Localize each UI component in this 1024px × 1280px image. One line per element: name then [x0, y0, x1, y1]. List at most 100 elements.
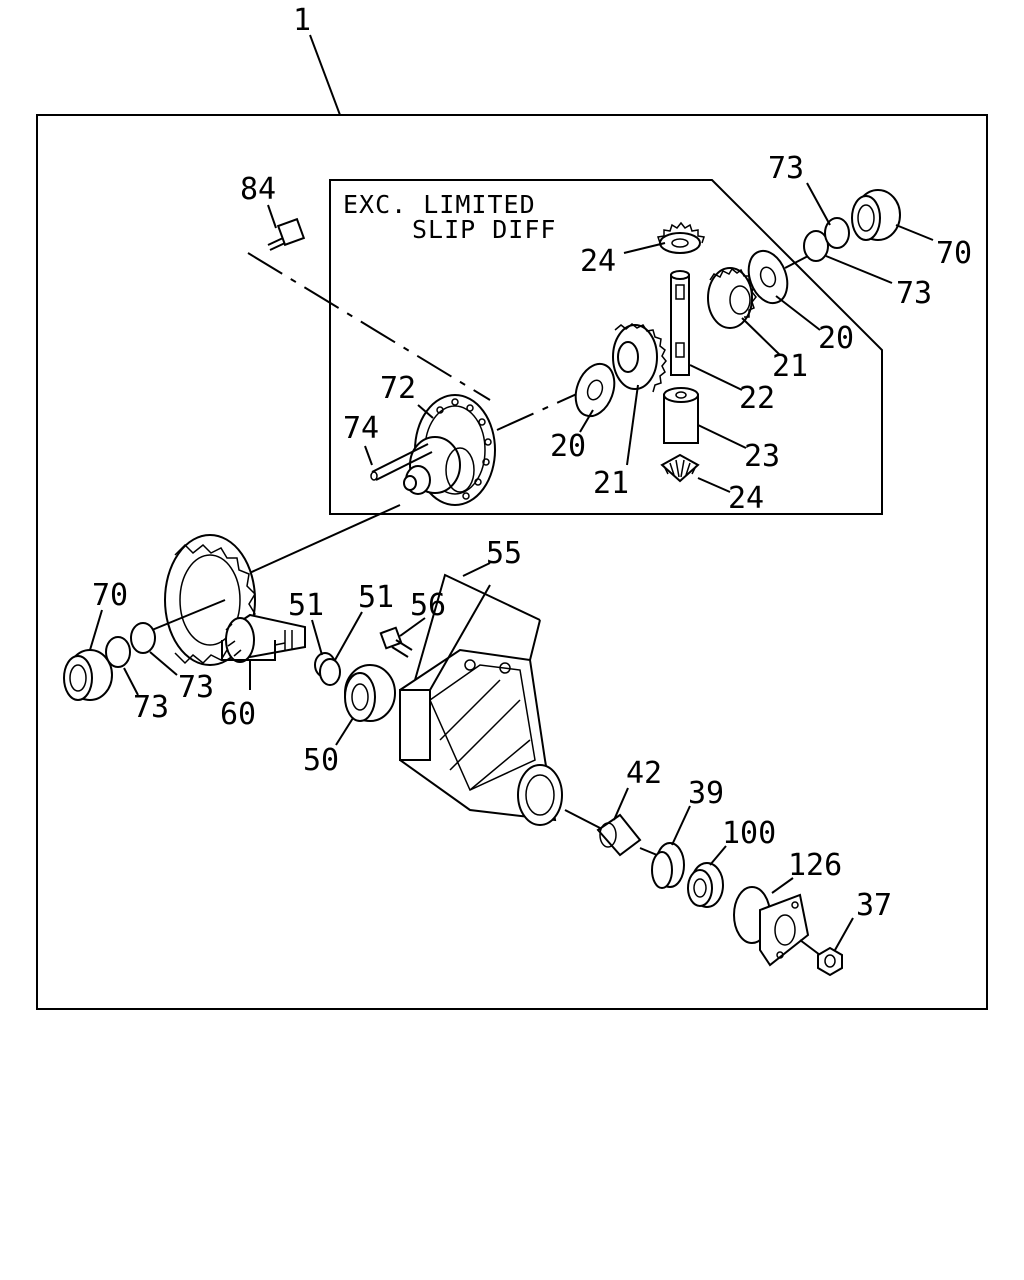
inset-note-line1: EXC. LIMITED	[343, 190, 536, 219]
drive-pinion-60	[225, 613, 306, 663]
bracket-55	[414, 573, 541, 681]
leader-51-b	[334, 611, 363, 661]
leader-22	[689, 364, 743, 391]
bearing-39	[651, 842, 685, 889]
leader-70-left	[89, 609, 103, 651]
oil-seal-100	[687, 862, 724, 908]
callout-24-top: 24	[580, 244, 616, 279]
callout-21-left: 21	[593, 466, 629, 501]
diff-case-72	[403, 394, 496, 506]
callout-100: 100	[722, 816, 776, 851]
callout-73-top: 73	[768, 151, 804, 186]
inset-note-line2: SLIP DIFF	[412, 215, 556, 244]
assembly-line-84	[247, 252, 491, 401]
leader-42	[613, 787, 629, 821]
pin-74	[370, 443, 433, 481]
bearing-50	[344, 664, 396, 722]
callout-73-left-a: 73	[133, 690, 169, 725]
callout-20-left: 20	[550, 429, 586, 464]
leader-23	[697, 424, 747, 449]
callout-50: 50	[303, 743, 339, 778]
washer-20-left	[574, 362, 616, 418]
leader-24-bottom	[697, 477, 731, 493]
assembly-line-126-37	[799, 939, 821, 956]
bearing-70-left	[63, 649, 113, 701]
leader-84	[267, 204, 277, 229]
pinion-gear-24-bottom	[660, 453, 700, 483]
thrust-block-23	[663, 387, 699, 444]
leader-70-top	[895, 224, 934, 241]
assembly-frame	[36, 114, 988, 1010]
leader-21-right	[741, 317, 781, 356]
callout-39: 39	[688, 776, 724, 811]
leader-55-top	[462, 562, 491, 577]
assembly-line-washer-snap	[784, 254, 811, 269]
pinion-shaft-22	[670, 270, 690, 376]
leader-72	[417, 404, 434, 419]
pinion-gear-24-top	[657, 221, 705, 254]
leader-39	[671, 805, 691, 846]
callout-126: 126	[788, 848, 842, 883]
leader-100	[709, 845, 727, 866]
snap-ring-73-left	[105, 622, 156, 668]
leader-73-right	[825, 255, 893, 284]
assembly-line-42-39	[639, 847, 658, 856]
callout-51-a: 51	[288, 588, 324, 623]
callout-51-b: 51	[358, 580, 394, 615]
companion-flange-126	[733, 886, 810, 967]
spacer-42	[596, 813, 642, 857]
spacer-51	[314, 652, 341, 686]
carrier-housing-55	[399, 648, 563, 826]
leader-73-left-b	[149, 651, 178, 676]
nut-37	[817, 946, 843, 977]
callout-70-left: 70	[92, 578, 128, 613]
pinion-joint	[274, 642, 286, 646]
side-gear-21-left	[612, 323, 667, 393]
callout-23: 23	[744, 439, 780, 474]
assembly-line-case	[496, 387, 591, 431]
callout-70-top: 70	[936, 236, 972, 271]
callout-74: 74	[343, 411, 379, 446]
leader-ring-gear	[151, 599, 226, 631]
callout-20-right: 20	[818, 321, 854, 356]
leader-74	[364, 445, 373, 466]
callout-55: 55	[486, 536, 522, 571]
callout-37: 37	[856, 888, 892, 923]
leader-20-left	[579, 409, 594, 433]
bolt-84	[267, 217, 306, 251]
leader-73-left-a	[123, 667, 139, 696]
washer-20-right	[747, 249, 789, 305]
callout-42: 42	[626, 756, 662, 791]
assembly-line-case-ring	[244, 504, 401, 576]
leader-50	[335, 717, 354, 746]
callout-84: 84	[240, 172, 276, 207]
callout-73-right: 73	[896, 276, 932, 311]
callout-21-right: 21	[772, 349, 808, 384]
callout-73-left-b: 73	[178, 670, 214, 705]
bearing-70-top	[851, 189, 901, 241]
callout-56: 56	[410, 588, 446, 623]
bracket-60	[221, 640, 276, 661]
leader-55-right	[529, 619, 541, 661]
leader-126	[771, 877, 794, 894]
callout-60: 60	[220, 697, 256, 732]
leader-20-right	[775, 295, 821, 331]
inset-panel	[329, 179, 883, 515]
assembly-line-housing-42	[564, 809, 601, 829]
bolt-56	[379, 626, 413, 658]
callout-1: 1	[293, 3, 311, 38]
leader-24-top	[623, 242, 666, 254]
snap-ring-73-top	[803, 217, 850, 262]
leader-56	[399, 617, 426, 637]
leader-55-mid	[429, 584, 491, 691]
leader-37	[834, 917, 854, 951]
callout-24-bottom: 24	[728, 481, 764, 516]
leader-1	[309, 34, 341, 116]
callout-22: 22	[739, 381, 775, 416]
leader-51-a	[311, 619, 323, 656]
leader-73-top	[806, 182, 831, 226]
leader-21-left	[626, 384, 639, 466]
callout-72: 72	[380, 371, 416, 406]
